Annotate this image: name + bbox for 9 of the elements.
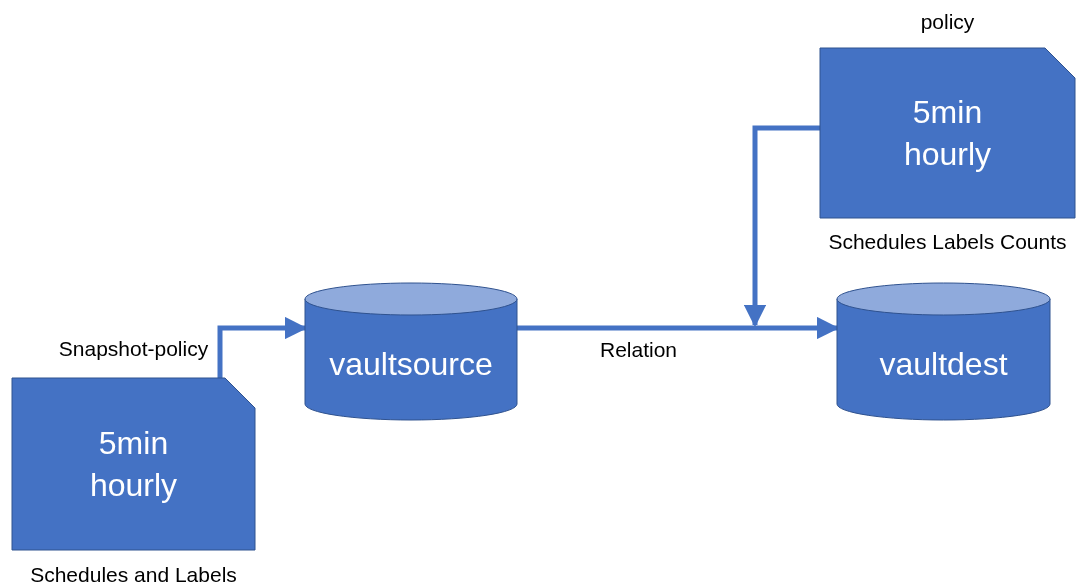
schedule-text: 5min hourly <box>88 424 179 505</box>
arrow <box>743 125 820 328</box>
database-name: vaultdest <box>878 344 1009 384</box>
schedule-text: 5min hourly <box>902 93 993 174</box>
policy-heading: Snapshot-policy <box>57 336 210 362</box>
policy-heading: policy <box>919 9 976 35</box>
policy-caption: Schedules Labels Counts <box>827 230 1068 254</box>
policy-caption: Schedules and Labels <box>29 563 238 586</box>
database-name: vaultsource <box>328 344 494 384</box>
